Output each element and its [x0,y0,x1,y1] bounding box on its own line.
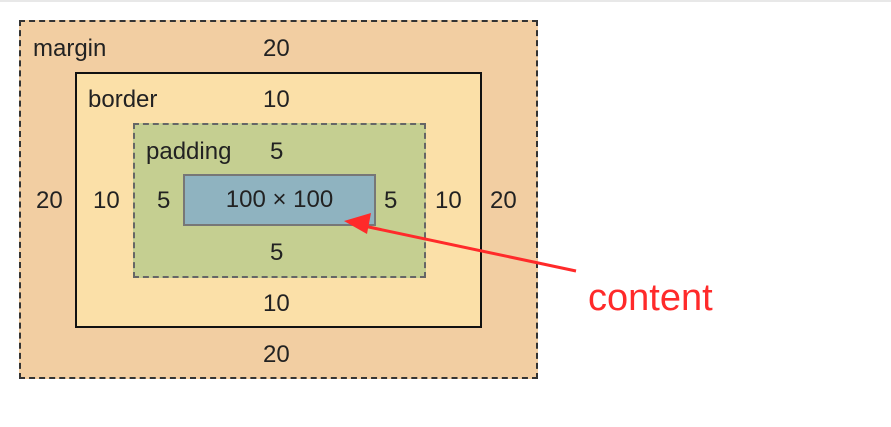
margin-label: margin [33,35,107,62]
margin-right-value: 20 [490,187,517,214]
border-label: border [88,86,158,113]
padding-left-value: 5 [157,187,171,214]
margin-top-value: 20 [263,35,290,62]
padding-bottom-value: 5 [270,239,284,266]
border-top-value: 10 [263,86,290,113]
border-left-value: 10 [93,187,120,214]
content-annotation-label: content [588,277,713,319]
margin-left-value: 20 [36,187,63,214]
padding-right-value: 5 [384,187,398,214]
content-size-label: 100 × 100 [225,186,334,213]
top-divider [0,0,891,2]
margin-bottom-value: 20 [263,341,290,368]
border-right-value: 10 [435,187,462,214]
padding-label: padding [146,138,232,165]
content-area: 100 × 100 [183,174,376,226]
border-bottom-value: 10 [263,290,290,317]
padding-top-value: 5 [270,138,284,165]
